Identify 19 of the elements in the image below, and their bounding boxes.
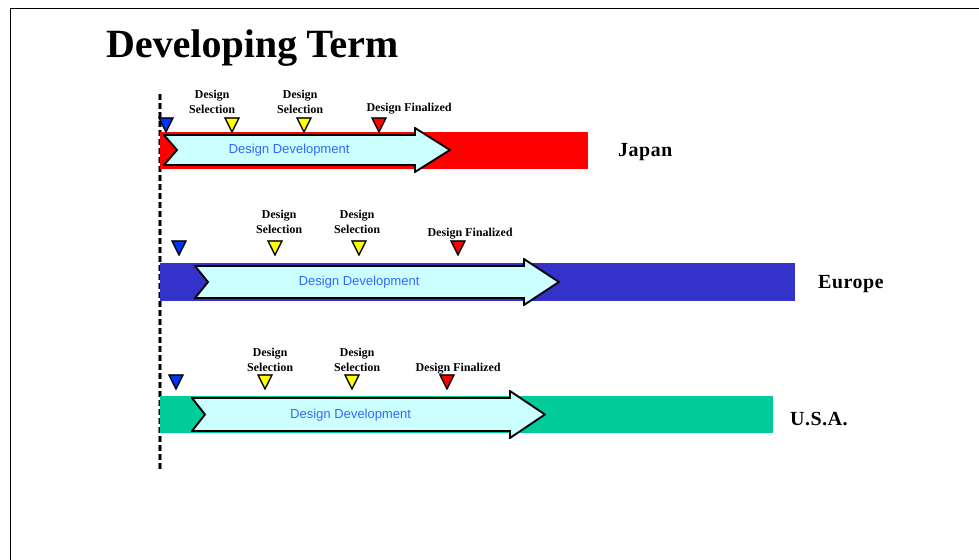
arrow-label: Design Development bbox=[289, 406, 412, 420]
milestone-label: Design Selection bbox=[276, 87, 324, 117]
milestone-label: Design Selection bbox=[255, 207, 303, 237]
region-label: Europe bbox=[818, 271, 884, 294]
progress-arrow bbox=[194, 258, 560, 306]
milestone-label: Design Selection bbox=[246, 345, 294, 375]
progress-arrow bbox=[163, 127, 451, 173]
milestone-label: Design Selection bbox=[333, 345, 381, 375]
region-label: U.S.A. bbox=[790, 408, 848, 431]
arrow-label: Design Development bbox=[298, 273, 420, 288]
region-label: Japan bbox=[618, 139, 673, 162]
arrow-label: Design Development bbox=[228, 141, 350, 156]
milestone-label: Design Finalized bbox=[414, 360, 502, 375]
title: Developing Term bbox=[106, 20, 398, 67]
milestone-label: Design Finalized bbox=[365, 100, 452, 115]
milestone-label: Design Selection bbox=[188, 87, 236, 117]
progress-arrow bbox=[191, 390, 546, 439]
milestone-label: Design Finalized bbox=[426, 225, 514, 240]
milestone-label: Design Selection bbox=[333, 207, 381, 237]
